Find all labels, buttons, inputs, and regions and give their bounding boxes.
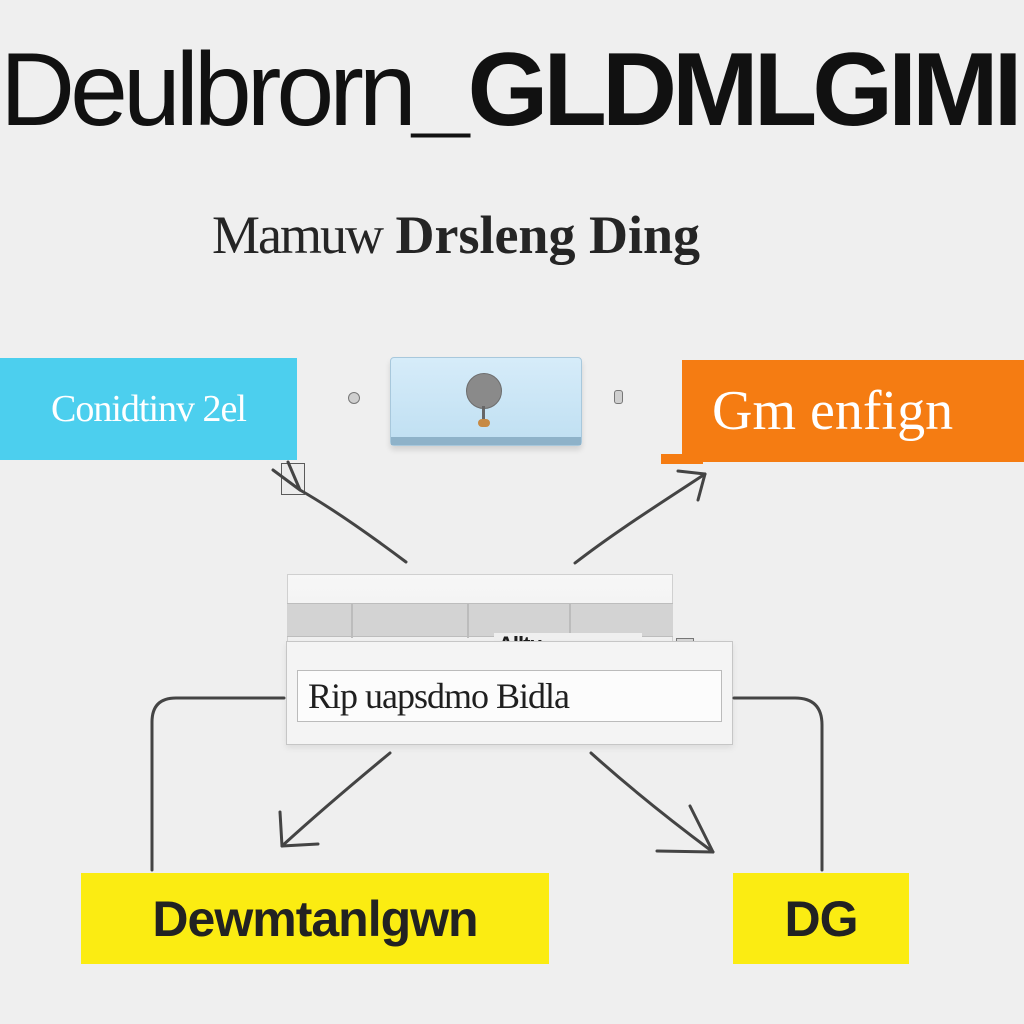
main-title: Deulbrorn_GLDMLGIMI — [0, 38, 1024, 142]
arrowhead-top-right — [676, 469, 707, 502]
bottom-right-box[interactable]: DG — [733, 873, 909, 964]
bottom-left-box[interactable]: Dewmtanlgwn — [81, 873, 549, 964]
top-left-box-label: Conidtinv 2el — [51, 388, 247, 430]
subtitle-part-a: Mamuw — [212, 205, 384, 265]
subtitle-part-b: Drsleng Ding — [395, 205, 700, 265]
top-right-box[interactable]: Gm enfign — [682, 360, 1024, 462]
knob-post — [482, 406, 485, 421]
tray-front-panel — [287, 603, 673, 638]
connector-bottom-left-loop — [150, 696, 286, 872]
bottom-right-box-label: DG — [784, 890, 859, 947]
arrowhead-bottom-right — [655, 804, 715, 854]
main-title-dash: _ — [411, 38, 470, 142]
tray-sheet-label-frame: Rip uapsdmo Bidla — [297, 670, 722, 722]
main-title-part-b: GLDMLGIMI — [467, 38, 1023, 142]
top-left-box[interactable]: Conidtinv 2el — [0, 358, 297, 460]
small-pin-icon — [614, 390, 623, 404]
arrowhead-bottom-left — [278, 810, 320, 848]
device-card-icon[interactable] — [390, 357, 582, 446]
connector-bottom-right-diagonal — [589, 751, 715, 854]
tray-sheet[interactable]: Rip uapsdmo Bidla — [286, 641, 733, 745]
bottom-left-box-label: Dewmtanlgwn — [152, 890, 478, 947]
subtitle: Mamuw Drsleng Ding — [212, 208, 700, 262]
tray-slot — [569, 604, 571, 638]
top-right-box-label: Gm enfign — [712, 380, 954, 442]
mini-box-icon — [281, 463, 305, 495]
knob-nub — [478, 419, 490, 427]
device-card-base — [391, 437, 581, 445]
knob-icon — [466, 373, 502, 409]
connector-top-right — [573, 472, 707, 565]
connector-icon — [661, 454, 703, 464]
small-dot-icon — [348, 392, 360, 404]
connector-top-left — [298, 488, 408, 564]
tray-sheet-label: Rip uapsdmo Bidla — [308, 676, 570, 716]
connector-bottom-right-loop — [732, 696, 824, 872]
tray-slot — [467, 604, 469, 638]
tray-slot — [351, 604, 353, 638]
connector-bottom-left-diagonal — [280, 751, 392, 848]
main-title-part-a: Deulbrorn — [0, 38, 417, 142]
